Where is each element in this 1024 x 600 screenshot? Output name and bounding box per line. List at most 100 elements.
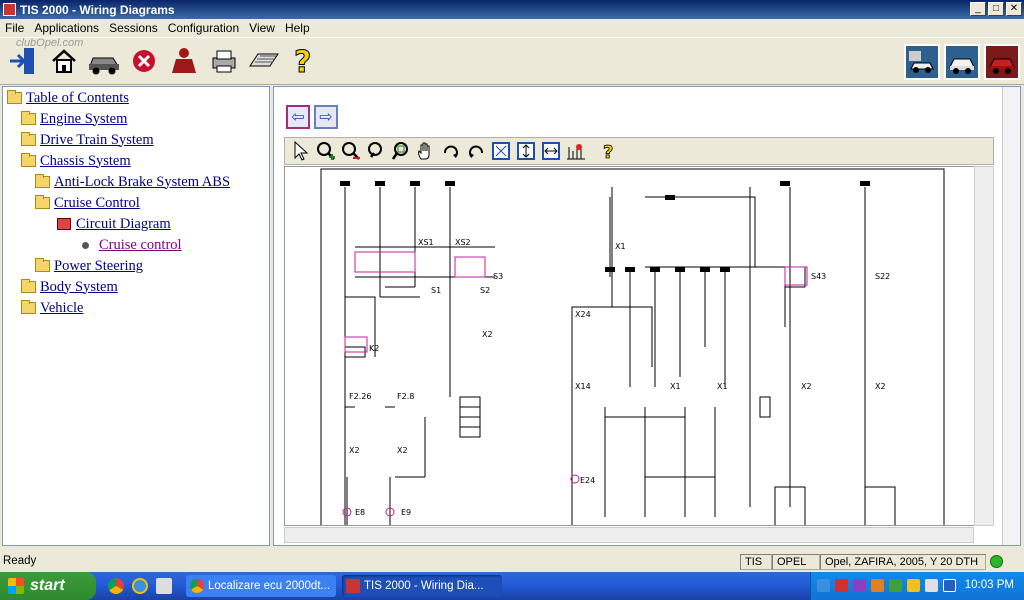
tree-item-power-steering[interactable]: Power Steering bbox=[35, 256, 143, 276]
tree-item-chassis-system[interactable]: Chassis System bbox=[21, 151, 131, 171]
table-of-contents-pane[interactable]: Table of Contents Engine System Drive Tr… bbox=[2, 86, 270, 546]
tree-item-label[interactable]: Vehicle bbox=[40, 299, 84, 316]
pane-vertical-scrollbar[interactable] bbox=[1002, 87, 1020, 545]
utility-icon[interactable] bbox=[853, 579, 866, 592]
zoom-button[interactable] bbox=[364, 140, 387, 163]
tree-item-label[interactable]: Chassis System bbox=[40, 152, 131, 169]
update-icon[interactable] bbox=[871, 579, 884, 592]
menu-applications[interactable]: Applications bbox=[34, 21, 100, 35]
label-x24: X24 bbox=[575, 310, 591, 319]
fit-page-button[interactable] bbox=[489, 140, 512, 163]
folder-icon bbox=[21, 300, 36, 314]
task-button-tis2000[interactable]: TIS 2000 - Wiring Dia... bbox=[342, 575, 502, 597]
windows-logo-icon bbox=[8, 578, 24, 594]
task-label: TIS 2000 - Wiring Dia... bbox=[364, 580, 484, 592]
zoom-out-icon bbox=[341, 142, 360, 160]
keyboard-button[interactable] bbox=[244, 41, 284, 81]
vehicle-info-app-button[interactable] bbox=[944, 44, 980, 80]
measure-button[interactable] bbox=[564, 140, 587, 163]
tree-item-label[interactable]: Table of Contents bbox=[26, 89, 129, 106]
start-button[interactable]: start bbox=[0, 572, 96, 600]
diagnostics-app-button[interactable] bbox=[904, 44, 940, 80]
tree-item-label[interactable]: Cruise Control bbox=[54, 194, 140, 211]
fit-height-button[interactable] bbox=[514, 140, 537, 163]
diagram-vertical-scrollbar[interactable] bbox=[974, 166, 994, 526]
rotate-left-button[interactable] bbox=[464, 140, 487, 163]
label-x1-top: X1 bbox=[615, 242, 626, 251]
tree-item-label[interactable]: Drive Train System bbox=[40, 131, 154, 148]
select-tool-button[interactable] bbox=[289, 140, 312, 163]
home-button[interactable] bbox=[44, 41, 84, 81]
person-icon bbox=[172, 48, 196, 73]
tree-item-vehicle[interactable]: Vehicle bbox=[21, 298, 83, 318]
menu-configuration[interactable]: Configuration bbox=[167, 21, 240, 35]
device-icon[interactable] bbox=[889, 579, 902, 592]
back-button[interactable]: ⇦ bbox=[286, 105, 310, 129]
show-desktop-icon[interactable] bbox=[156, 578, 172, 594]
stop-button[interactable] bbox=[124, 41, 164, 81]
tree-item-label[interactable]: Power Steering bbox=[54, 257, 143, 274]
safely-remove-icon[interactable] bbox=[925, 579, 938, 592]
tree-item-label[interactable]: Body System bbox=[40, 278, 118, 295]
volume-icon[interactable] bbox=[907, 579, 920, 592]
clock[interactable]: 10:03 PM bbox=[964, 579, 1014, 591]
main-toolbar: ? bbox=[0, 37, 1024, 85]
tree-item-engine-system[interactable]: Engine System bbox=[21, 109, 127, 129]
tree-item-label[interactable]: Anti-Lock Brake System ABS bbox=[54, 173, 231, 190]
tree-item-cruise-control-diagram[interactable]: Cruise control bbox=[79, 235, 182, 255]
label-x2-right: X2 bbox=[801, 382, 812, 391]
forward-button[interactable]: ⇨ bbox=[314, 105, 338, 129]
label-e9: E9 bbox=[401, 508, 411, 517]
print-button[interactable] bbox=[204, 41, 244, 81]
fit-height-icon bbox=[516, 142, 535, 160]
fit-width-button[interactable] bbox=[539, 140, 562, 163]
menu-file[interactable]: File bbox=[5, 21, 25, 35]
label-e8: E8 bbox=[355, 508, 365, 517]
menu-view[interactable]: View bbox=[249, 21, 275, 35]
tree-item-circuit-diagram[interactable]: Circuit Diagram bbox=[57, 214, 171, 234]
wiring-diagram-canvas[interactable]: XS1 XS2 S1 S2 S3 K2 F2.26 F2.8 X2 X2 X2 … bbox=[284, 166, 994, 526]
tree-item-label[interactable]: Cruise control bbox=[99, 236, 182, 253]
antivirus-icon[interactable] bbox=[835, 579, 848, 592]
tree-item-body-system[interactable]: Body System bbox=[21, 277, 118, 297]
chrome-icon[interactable] bbox=[108, 578, 124, 594]
pane-splitter[interactable] bbox=[270, 86, 273, 546]
user-button[interactable] bbox=[164, 41, 204, 81]
zoom-in-button[interactable] bbox=[314, 140, 337, 163]
zoom-out-button[interactable] bbox=[339, 140, 362, 163]
network-icon[interactable] bbox=[817, 579, 830, 592]
label-s43: S43 bbox=[811, 272, 826, 281]
close-button[interactable]: ✕ bbox=[1006, 2, 1022, 16]
watermark: clubOpel.com bbox=[16, 37, 84, 49]
chrome-icon bbox=[190, 579, 204, 593]
task-button-chrome[interactable]: Localizare ecu 2000dt... bbox=[186, 575, 336, 597]
tree-item-drive-train-system[interactable]: Drive Train System bbox=[21, 130, 154, 150]
pan-button[interactable] bbox=[414, 140, 437, 163]
start-label: start bbox=[30, 577, 65, 594]
rotate-right-button[interactable] bbox=[439, 140, 462, 163]
exit-button[interactable] bbox=[4, 41, 44, 81]
diagram-horizontal-scrollbar[interactable] bbox=[284, 527, 974, 543]
folder-icon bbox=[21, 132, 36, 146]
vehicle-select-button[interactable] bbox=[84, 41, 124, 81]
tree-item-cruise-control[interactable]: Cruise Control bbox=[35, 193, 140, 213]
viewer-help-button[interactable]: ? bbox=[597, 140, 620, 163]
tree-item-label[interactable]: Engine System bbox=[40, 110, 128, 127]
viewer-toolbar: ? bbox=[284, 137, 994, 165]
menu-help[interactable]: Help bbox=[284, 21, 310, 35]
maximize-button[interactable]: □ bbox=[988, 2, 1004, 16]
tree-item-table-of-contents[interactable]: Table of Contents bbox=[7, 88, 129, 108]
wiring-app-button[interactable] bbox=[984, 44, 1020, 80]
status-system: TIS bbox=[740, 554, 772, 570]
zoom-area-button[interactable] bbox=[389, 140, 412, 163]
title-bar[interactable]: TIS 2000 - Wiring Diagrams _ □ ✕ bbox=[0, 0, 1024, 19]
display-icon[interactable] bbox=[943, 579, 956, 592]
tree-item-label[interactable]: Circuit Diagram bbox=[76, 215, 171, 232]
fit-page-icon bbox=[491, 142, 510, 160]
minimize-button[interactable]: _ bbox=[970, 2, 986, 16]
tree-item-abs[interactable]: Anti-Lock Brake System ABS bbox=[35, 172, 230, 192]
internet-explorer-icon[interactable] bbox=[132, 578, 148, 594]
menu-sessions[interactable]: Sessions bbox=[109, 21, 158, 35]
help-button[interactable]: ? bbox=[284, 41, 324, 81]
folder-open-icon bbox=[21, 153, 36, 167]
